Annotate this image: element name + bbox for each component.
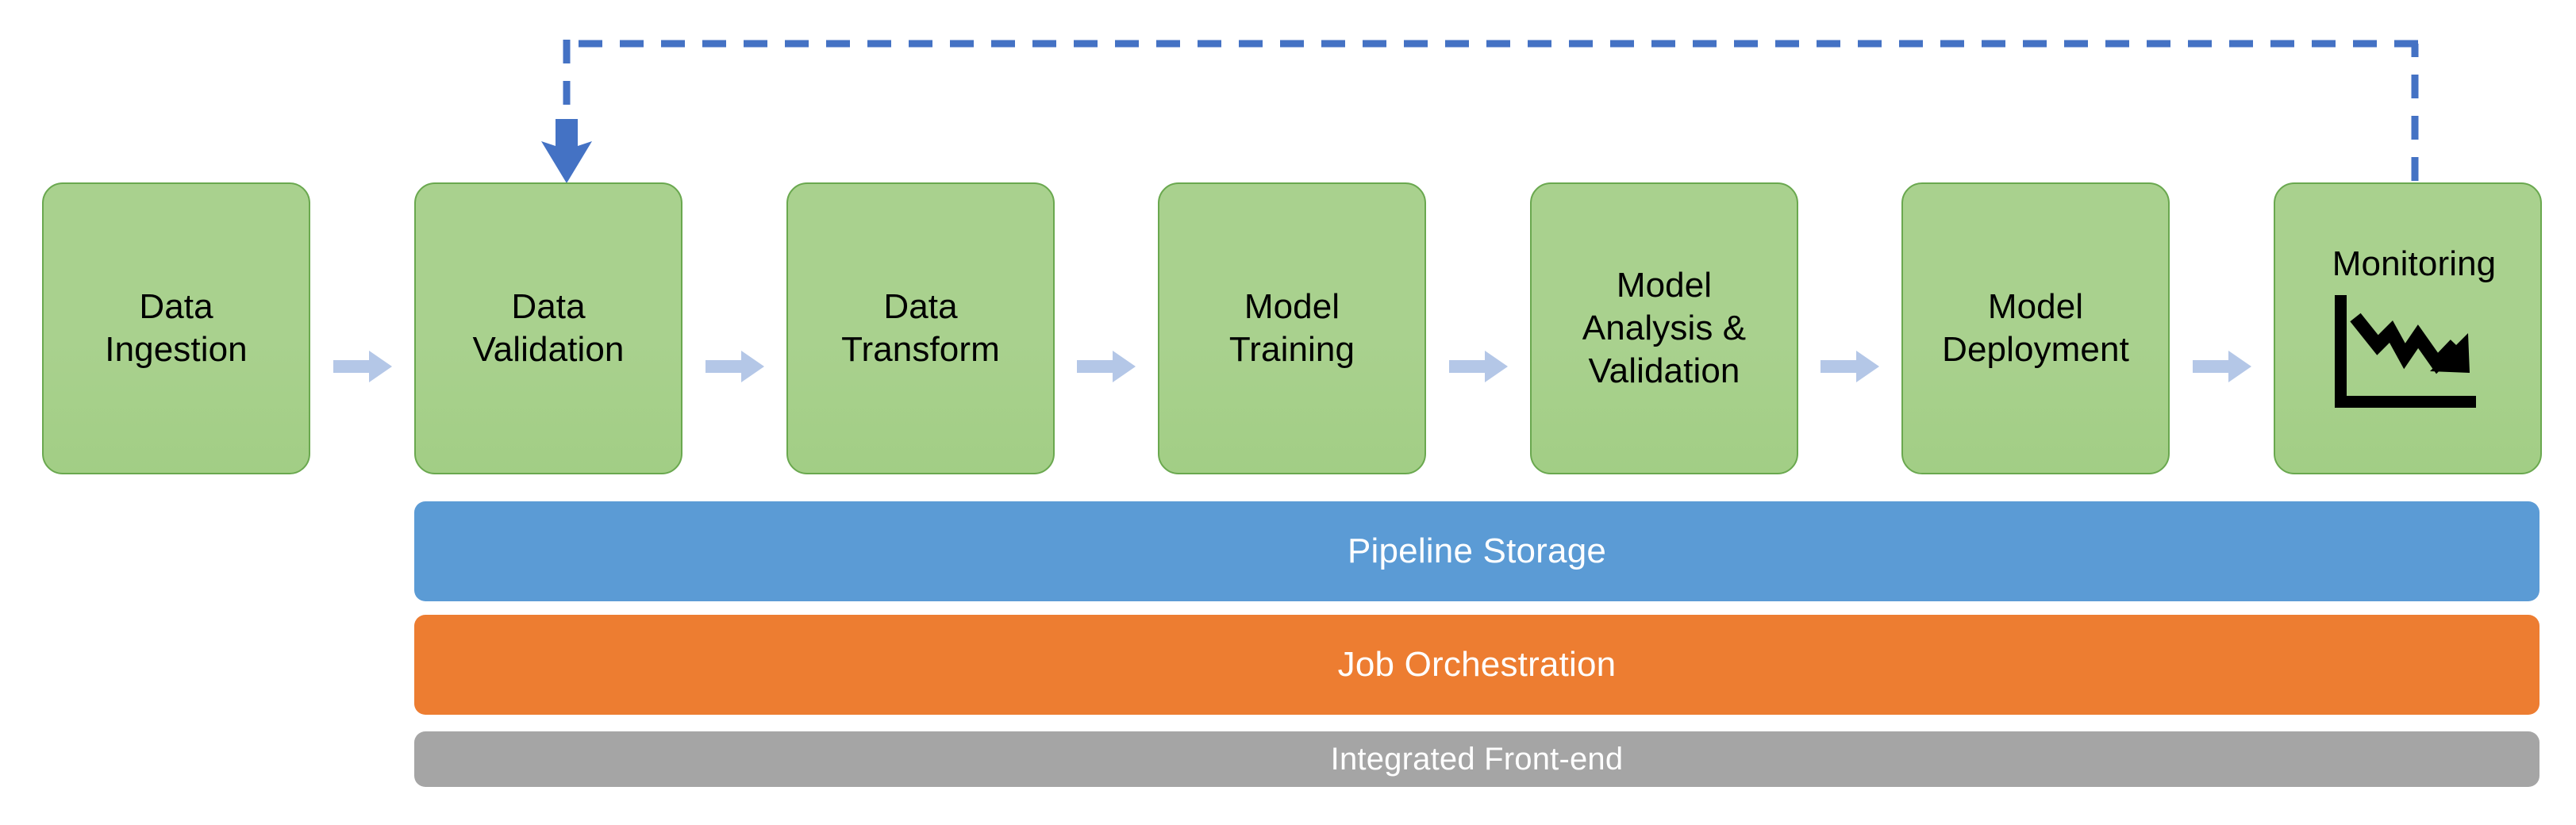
bar-job-orchestration[interactable]: Job Orchestration [414,615,2539,715]
stage-label-data-validation: Data Validation [472,287,625,369]
stage-label-model-deployment: Model Deployment [1942,287,2129,369]
stage-label-data-ingestion: Data Ingestion [105,287,248,369]
flow-arrow-analysis-to-deployment [1821,349,1879,384]
stage-data-ingestion[interactable]: Data Ingestion [42,182,310,474]
bar-pipeline-storage[interactable]: Pipeline Storage [414,501,2539,601]
bar-label-integrated-frontend: Integrated Front-end [1330,741,1624,777]
stage-label-model-training: Model Training [1228,287,1355,369]
stage-label-data-transform: Data Transform [841,287,1000,369]
stage-data-transform[interactable]: Data Transform [786,182,1055,474]
flow-arrow-ingestion-to-validation [333,349,392,384]
bar-integrated-frontend[interactable]: Integrated Front-end [414,731,2539,787]
flow-arrow-training-to-analysis [1449,349,1508,384]
stage-model-deployment[interactable]: Model Deployment [1901,182,2170,474]
bar-label-pipeline-storage: Pipeline Storage [1347,531,1607,570]
stage-model-training[interactable]: Model Training [1158,182,1426,474]
flow-arrow-validation-to-transform [706,349,764,384]
stage-label-monitoring: Monitoring [2332,244,2497,284]
stage-monitoring[interactable]: Monitoring [2274,182,2542,474]
feedback-arrowhead-icon [541,119,592,183]
bar-label-job-orchestration: Job Orchestration [1337,645,1617,684]
flow-arrow-transform-to-training [1077,349,1136,384]
flow-arrow-deployment-to-monitoring [2193,349,2251,384]
stage-model-analysis-validation[interactable]: Model Analysis & Validation [1530,182,1798,474]
stage-data-validation[interactable]: Data Validation [414,182,682,474]
declining-line-chart-icon [2275,290,2540,425]
stage-label-model-analysis-validation: Model Analysis & Validation [1582,266,1747,390]
